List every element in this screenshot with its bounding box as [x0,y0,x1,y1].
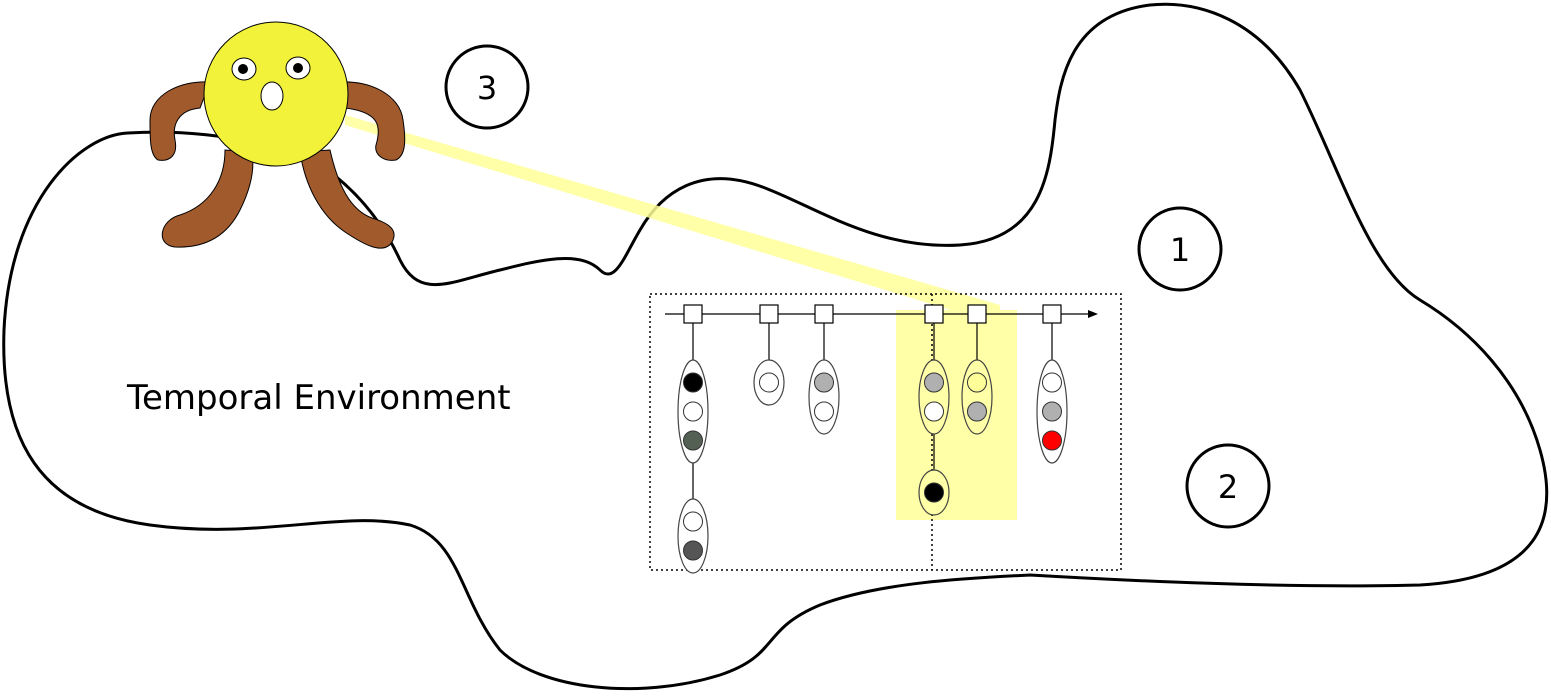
marker-1-label: 1 [1170,231,1190,269]
timeline-events [677,304,1068,574]
timeline-arrowhead [1088,310,1098,318]
event-dot [924,401,944,422]
event-dot [814,401,834,422]
agent-left-arm [149,81,211,161]
event-group [677,498,709,574]
view-beam [345,115,1000,325]
event-square [924,304,944,324]
event-group [961,359,993,435]
diagram-title: Temporal Environment [126,378,511,418]
event-dot [759,372,779,393]
agent-mouth [260,81,284,111]
event-dot [967,401,987,422]
highlight-region [896,310,1017,520]
event-dot [924,372,944,393]
event-dot [1042,372,1062,393]
event-dot [924,482,944,503]
agent-left-leg [161,149,254,248]
agent-right-arm [339,81,406,161]
event-dot [683,511,703,532]
event-square [967,304,987,324]
marker-1: 1 [1137,206,1223,292]
event-dot [683,372,703,393]
agent-right-leg [299,149,395,249]
event-dot [683,401,703,422]
timeline-box [649,293,1122,571]
event-group [918,359,950,435]
event-dot [1042,401,1062,422]
agent-left-pupil [238,64,248,74]
agent-figure [149,21,406,249]
agent-right-pupil [293,63,303,73]
event-dot [967,372,987,393]
event-dot [1042,430,1062,451]
event-square [814,304,834,324]
marker-2-label: 2 [1218,468,1238,506]
marker-3: 3 [444,44,530,130]
event-square [1042,304,1062,324]
marker-3-label: 3 [477,69,497,107]
event-square [683,304,703,324]
event-dot [683,430,703,451]
event-square [759,304,779,324]
event-dot [683,540,703,561]
event-dot [814,372,834,393]
marker-2: 2 [1185,443,1271,529]
event-group [808,359,840,435]
